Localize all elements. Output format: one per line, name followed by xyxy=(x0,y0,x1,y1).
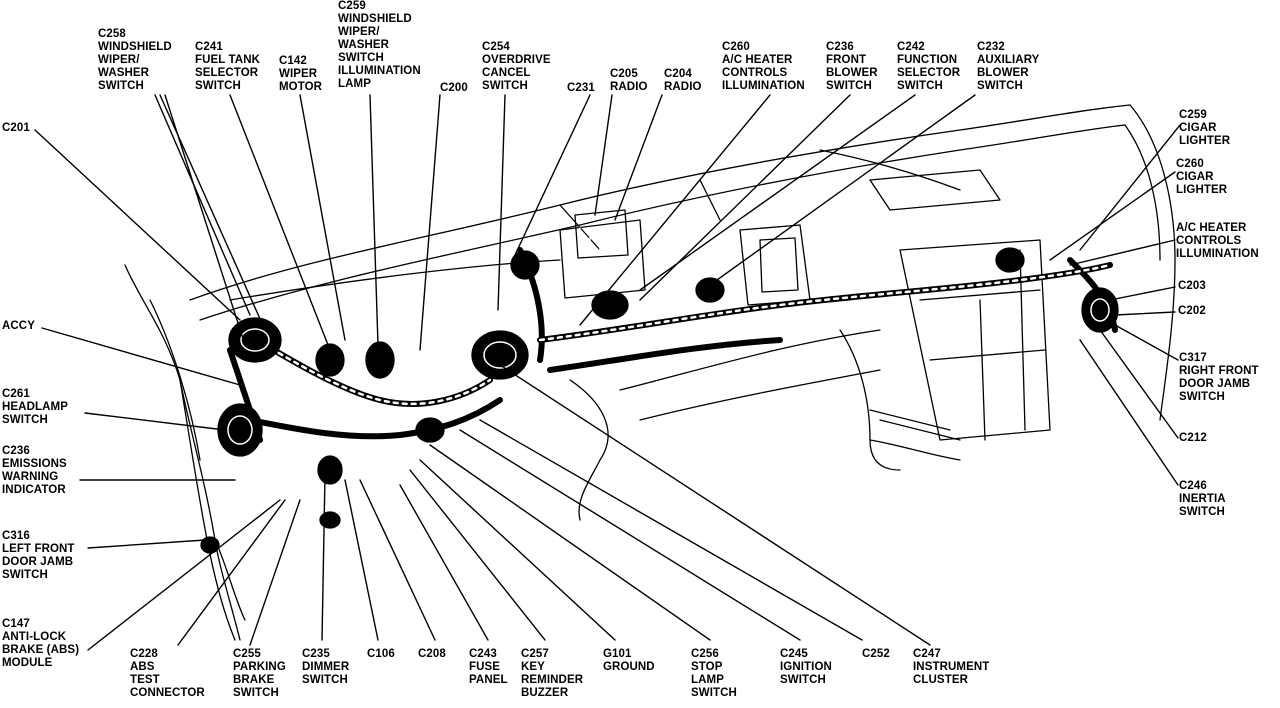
label-c256-stop-lamp-switch: C256 STOP LAMP SWITCH xyxy=(691,648,737,699)
label-c106: C106 xyxy=(367,648,395,660)
label-c252: C252 xyxy=(862,648,890,660)
label-g101-ground: G101 GROUND xyxy=(603,648,655,673)
label-c231: C231 xyxy=(567,82,595,94)
label-c204-radio: C204 RADIO xyxy=(664,68,702,93)
label-c236-emissions-warning-indicator: C236 EMISSIONS WARNING INDICATOR xyxy=(2,445,67,496)
label-c236-front-blower-switch: C236 FRONT BLOWER SWITCH xyxy=(826,41,878,92)
label-c241-fuel-tank-selector-switch: C241 FUEL TANK SELECTOR SWITCH xyxy=(195,41,260,92)
label-c142-wiper-motor: C142 WIPER MOTOR xyxy=(279,55,323,93)
label-c243-fuse-panel: C243 FUSE PANEL xyxy=(469,648,508,686)
label-c260-cigar-lighter: C260 CIGAR LIGHTER xyxy=(1176,158,1228,196)
label-ac-heater-controls-illumination: A/C HEATER CONTROLS ILLUMINATION xyxy=(1176,222,1259,260)
label-c235-dimmer-switch: C235 DIMMER SWITCH xyxy=(302,648,350,686)
dashboard-outline xyxy=(189,104,1176,421)
label-c242-function-selector-switch: C242 FUNCTION SELECTOR SWITCH xyxy=(897,41,961,92)
label-c261-headlamp-switch: C261 HEADLAMP SWITCH xyxy=(2,388,68,426)
label-c317-right-front-door-jamb-switch: C317 RIGHT FRONT DOOR JAMB SWITCH xyxy=(1179,352,1259,403)
connector-clusters xyxy=(200,247,1119,554)
label-c246-inertia-switch: C246 INERTIA SWITCH xyxy=(1179,480,1226,518)
label-accy: ACCY xyxy=(2,320,35,332)
label-c201: C201 xyxy=(2,122,30,134)
label-c259-wiper-switch-illumination-lamp: C259 WINDSHIELD WIPER/ WASHER SWITCH ILL… xyxy=(338,0,421,90)
harness-highlights xyxy=(238,263,1112,406)
label-c254-overdrive-cancel-switch: C254 OVERDRIVE CANCEL SWITCH xyxy=(482,41,551,92)
label-c316-left-front-door-jamb-switch: C316 LEFT FRONT DOOR JAMB SWITCH xyxy=(2,530,75,581)
label-c259-cigar-lighter: C259 CIGAR LIGHTER xyxy=(1179,109,1231,147)
label-c258-windshield-wiper-washer-switch: C258 WINDSHIELD WIPER/ WASHER SWITCH xyxy=(98,28,172,92)
label-c212: C212 xyxy=(1179,432,1207,444)
label-c260-ac-heater-controls-illumination: C260 A/C HEATER CONTROLS ILLUMINATION xyxy=(722,41,805,92)
label-c245-ignition-switch: C245 IGNITION SWITCH xyxy=(780,648,832,686)
label-c202: C202 xyxy=(1178,305,1206,317)
label-c200: C200 xyxy=(440,82,468,94)
label-c257-key-reminder-buzzer: C257 KEY REMINDER BUZZER xyxy=(521,648,584,699)
label-c232-auxiliary-blower-switch: C232 AUXILIARY BLOWER SWITCH xyxy=(977,41,1040,92)
label-c255-parking-brake-switch: C255 PARKING BRAKE SWITCH xyxy=(233,648,286,699)
label-c228-abs-test-connector: C228 ABS TEST CONNECTOR xyxy=(130,648,205,699)
callout-lines xyxy=(34,94,1181,651)
label-c147-anti-lock-brake-module: C147 ANTI-LOCK BRAKE (ABS) MODULE xyxy=(2,618,80,669)
label-c208: C208 xyxy=(418,648,446,660)
label-c203: C203 xyxy=(1178,280,1206,292)
connector-detail xyxy=(227,227,1110,445)
label-c247-instrument-cluster: C247 INSTRUMENT CLUSTER xyxy=(913,648,990,686)
left-door-pillar xyxy=(124,264,246,641)
heater-box xyxy=(869,169,1051,441)
label-c205-radio: C205 RADIO xyxy=(610,68,648,93)
